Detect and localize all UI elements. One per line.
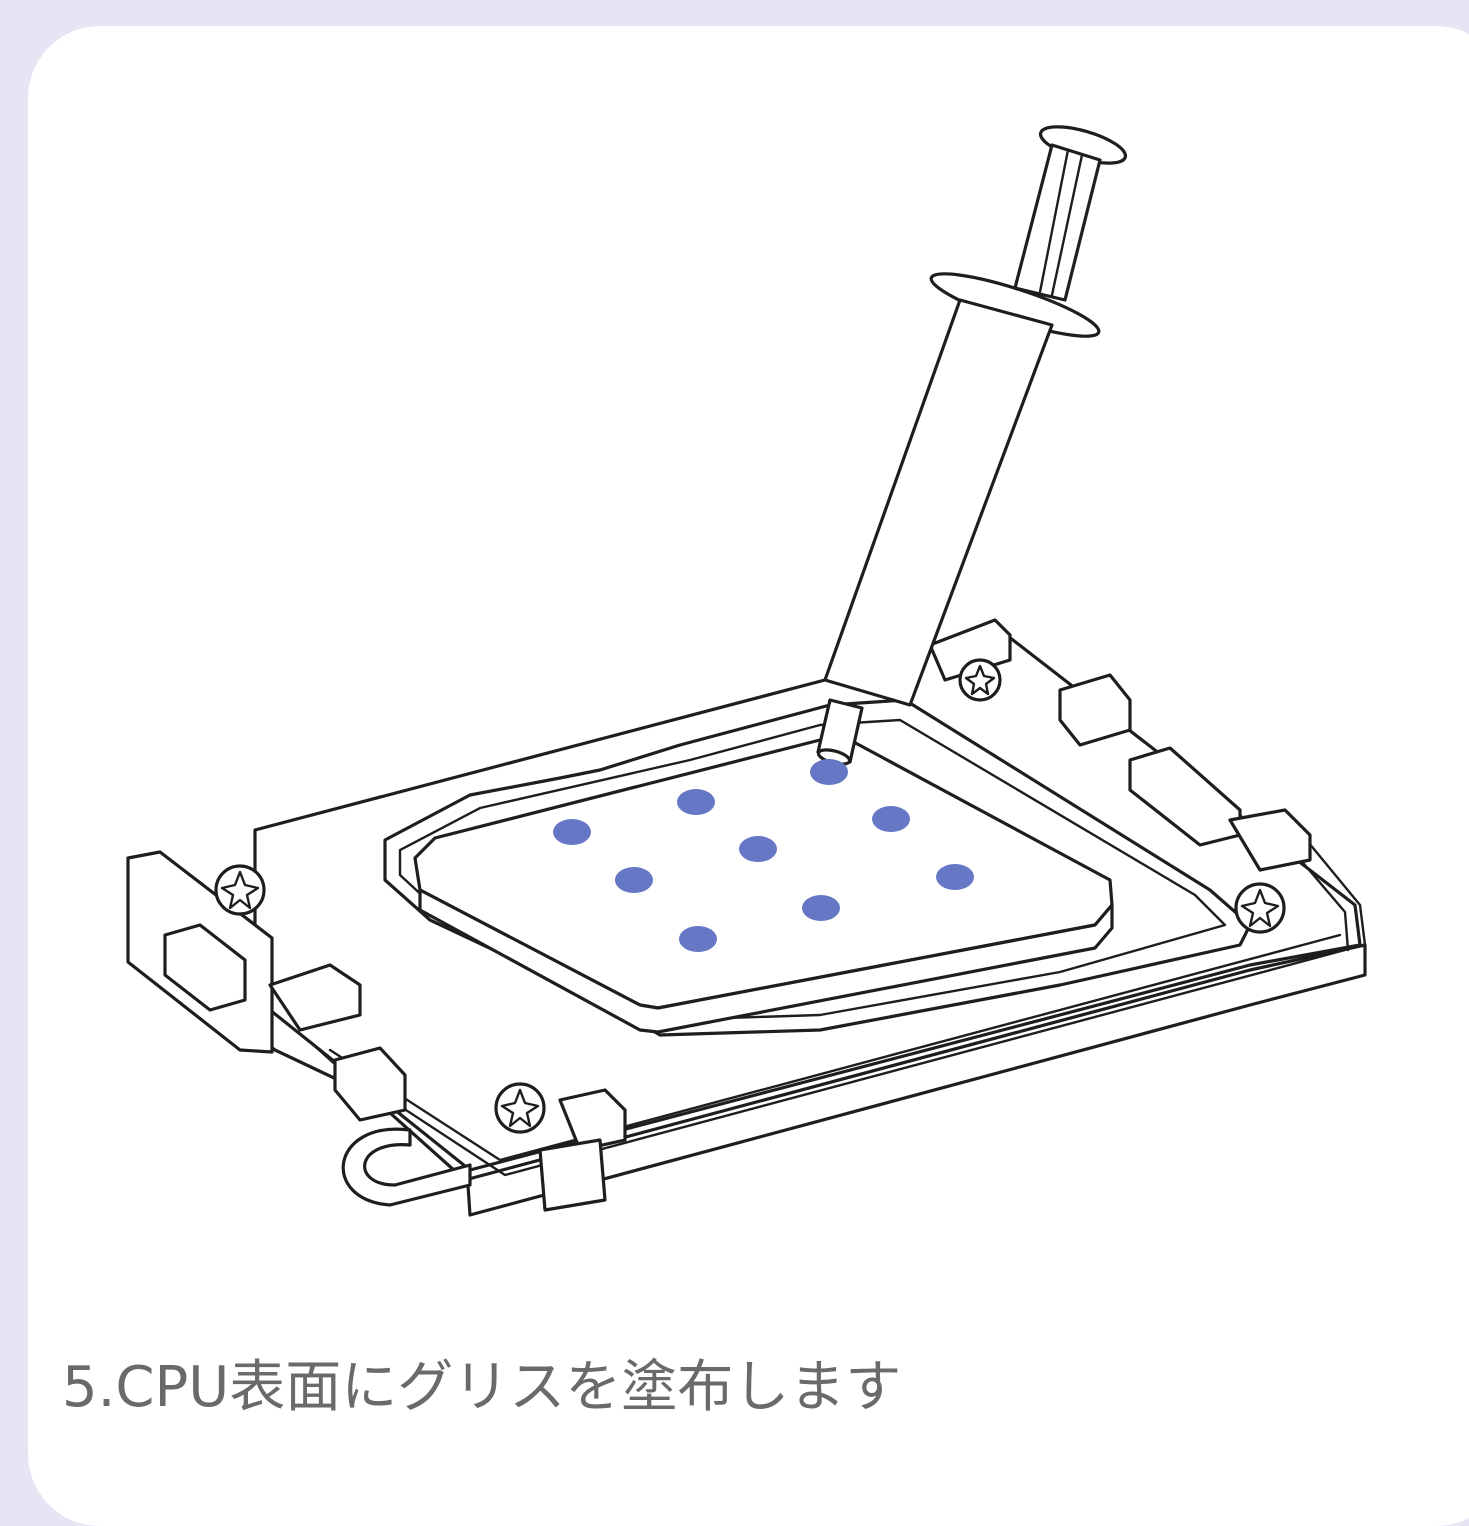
cpu-heatspreader xyxy=(413,738,1114,1034)
grease-dot xyxy=(802,895,840,921)
grease-dot xyxy=(677,789,715,815)
grease-dot xyxy=(553,819,591,845)
grease-dot xyxy=(810,759,848,785)
grease-dot xyxy=(936,864,974,890)
hinge-hardware xyxy=(163,618,1312,1212)
grease-dots xyxy=(553,759,974,952)
grease-dot xyxy=(739,836,777,862)
instruction-caption: 5.CPU表面にグリスを塗布します xyxy=(62,1355,902,1420)
grease-dot xyxy=(872,806,910,832)
grease-dot xyxy=(679,926,717,952)
grease-syringe xyxy=(816,125,1128,766)
screws xyxy=(214,658,1286,1134)
grease-dot xyxy=(615,867,653,893)
cpu-socket-illustration xyxy=(126,125,1367,1217)
